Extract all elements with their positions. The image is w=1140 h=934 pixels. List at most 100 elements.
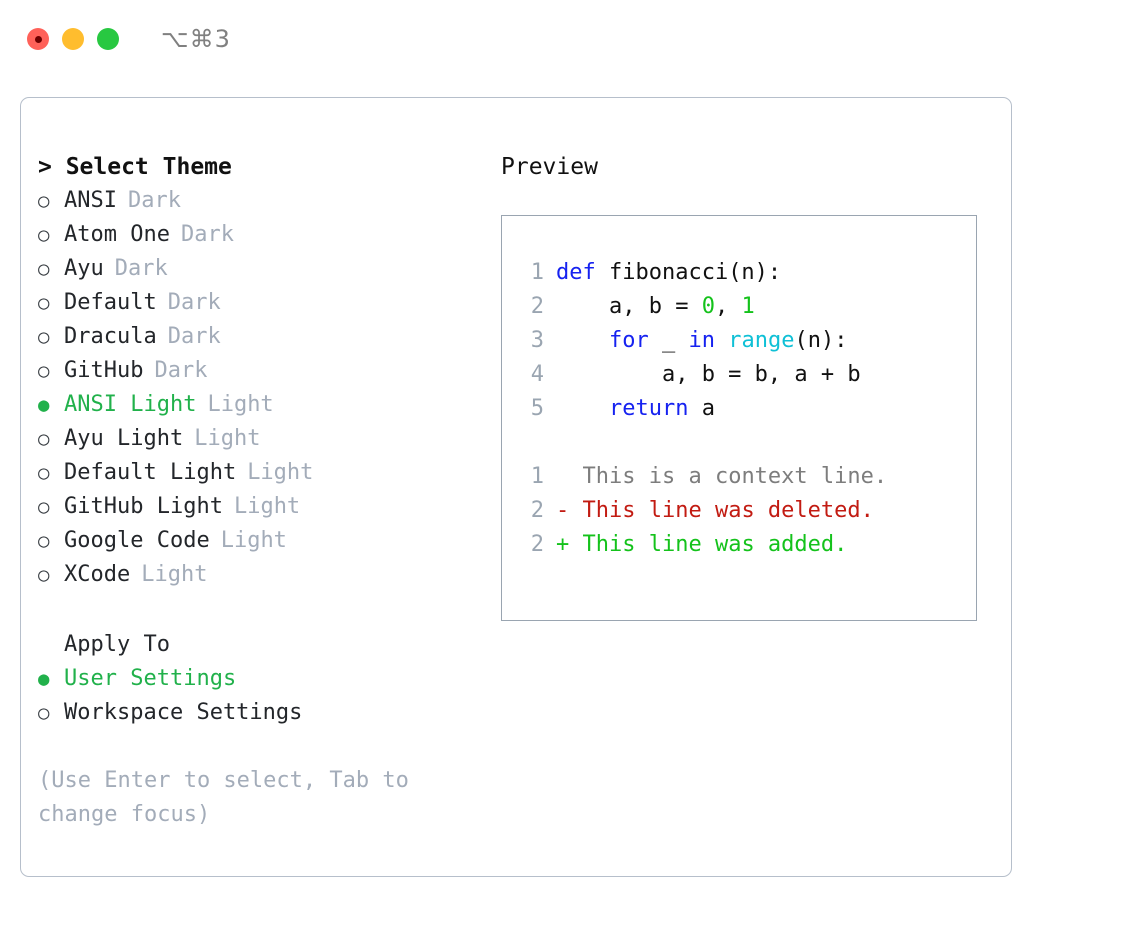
theme-option-atom-one[interactable]: ○ Atom One Dark xyxy=(38,218,488,252)
code-token-num: 0 xyxy=(701,294,715,319)
diff-line-context: 1 This is a context line. xyxy=(516,460,976,494)
close-window-button[interactable] xyxy=(27,28,49,50)
line-number: 5 xyxy=(530,396,544,421)
code-token-num: 1 xyxy=(741,294,755,319)
line-number: 2 xyxy=(530,498,544,523)
diff-marker: + xyxy=(556,532,583,557)
theme-option-name: Default Light xyxy=(64,460,237,485)
code-line: 3 for _ in range(n): xyxy=(516,324,976,358)
theme-option-kind-label: Light xyxy=(194,426,261,451)
code-token-kw: for xyxy=(608,328,649,353)
radio-unselected-icon: ○ xyxy=(38,702,50,724)
code-token-txt: a xyxy=(688,396,715,421)
radio-unselected-icon: ○ xyxy=(38,530,50,552)
code-token-kw: in xyxy=(688,328,715,353)
code-token-txt: , xyxy=(714,294,742,319)
code-token-txt: fibonacci(n): xyxy=(608,260,782,285)
code-token-txt: a, b = b, a + b xyxy=(556,362,861,387)
line-number: 1 xyxy=(530,464,544,489)
theme-option-name: XCode xyxy=(64,562,131,587)
theme-option-name: Ayu Light xyxy=(64,426,184,451)
code-token-txt xyxy=(556,328,609,353)
code-token-kw: def xyxy=(556,260,609,285)
diff-sample: 1 This is a context line.2- This line wa… xyxy=(516,460,976,562)
code-line-content: return a xyxy=(556,392,715,426)
minimize-window-button[interactable] xyxy=(62,28,84,50)
diff-line-added: 2 + This line was added. xyxy=(516,528,976,562)
code-line-content: a, b = b, a + b xyxy=(556,358,861,392)
theme-option-xcode[interactable]: ○ XCode Light xyxy=(38,558,488,592)
theme-option-kind-label: Dark xyxy=(127,188,181,213)
theme-option-kind-label: Light xyxy=(233,494,301,519)
theme-option-kind-label: Light xyxy=(141,562,208,587)
theme-option-name: ANSI xyxy=(64,188,117,213)
theme-option-kind-label: Light xyxy=(247,460,314,485)
code-token-txt: (n): xyxy=(794,328,848,353)
theme-option-name: Ayu xyxy=(64,256,104,281)
radio-unselected-icon: ○ xyxy=(38,258,50,280)
diff-line-text: This is a context line. xyxy=(582,464,888,489)
theme-option-name: GitHub xyxy=(64,358,144,383)
radio-unselected-icon: ○ xyxy=(38,564,50,586)
line-number: 3 xyxy=(530,328,544,353)
apply-to-option-user-settings[interactable]: ●User Settings xyxy=(38,662,488,696)
apply-to-section: Apply To ●User Settings○Workspace Settin… xyxy=(38,628,488,730)
radio-unselected-icon: ○ xyxy=(38,360,50,382)
spacer xyxy=(516,426,976,460)
theme-option-name: Google Code xyxy=(64,528,210,553)
code-token-txt xyxy=(556,396,609,421)
diff-line-deleted: 2- This line was deleted. xyxy=(516,494,976,528)
apply-to-option-workspace-settings[interactable]: ○Workspace Settings xyxy=(38,696,488,730)
keyboard-shortcut-label: ⌥⌘3 xyxy=(161,25,231,53)
traffic-lights xyxy=(27,28,119,50)
theme-option-ayu[interactable]: ○ Ayu Dark xyxy=(38,252,488,286)
theme-option-kind-label: Dark xyxy=(180,222,234,247)
line-number: 4 xyxy=(530,362,544,387)
keyboard-hint-text: (Use Enter to select, Tab to change focu… xyxy=(38,768,409,827)
theme-option-kind-label: Light xyxy=(207,392,274,417)
theme-option-google-code[interactable]: ○ Google Code Light xyxy=(38,524,488,558)
code-token-fn: range xyxy=(728,328,795,353)
preview-heading: Preview xyxy=(501,154,598,180)
theme-option-kind-label: Light xyxy=(220,528,287,553)
code-line-content: for _ in range(n): xyxy=(556,324,847,358)
radio-unselected-icon: ○ xyxy=(38,496,50,518)
code-token-txt: a, b = xyxy=(556,294,702,319)
code-token-txt: _ xyxy=(648,328,689,353)
code-token-txt xyxy=(715,328,728,353)
apply-to-heading: Apply To xyxy=(64,632,170,657)
theme-option-name: Atom One xyxy=(64,222,170,247)
code-line-content: a, b = 0, 1 xyxy=(556,290,755,324)
line-number: 2 xyxy=(530,532,544,557)
code-line: 4 a, b = b, a + b xyxy=(516,358,976,392)
theme-option-kind-label: Dark xyxy=(114,256,168,281)
diff-line-text: This line was deleted. xyxy=(582,498,874,523)
code-line-content: def fibonacci(n): xyxy=(556,256,781,290)
theme-option-default-light[interactable]: ○ Default Light Light xyxy=(38,456,488,490)
diff-marker: - xyxy=(556,498,583,523)
line-number: 2 xyxy=(530,294,544,319)
theme-option-name: Dracula xyxy=(64,324,157,349)
recording-dot-icon xyxy=(34,35,42,43)
radio-unselected-icon: ○ xyxy=(38,224,50,246)
apply-to-option-name: User Settings xyxy=(64,666,237,691)
diff-line-text: This line was added. xyxy=(582,532,848,557)
radio-unselected-icon: ○ xyxy=(38,462,50,484)
radio-unselected-icon: ○ xyxy=(38,292,50,314)
theme-option-name: ANSI Light xyxy=(64,392,197,417)
code-line: 5 return a xyxy=(516,392,976,426)
maximize-window-button[interactable] xyxy=(97,28,119,50)
